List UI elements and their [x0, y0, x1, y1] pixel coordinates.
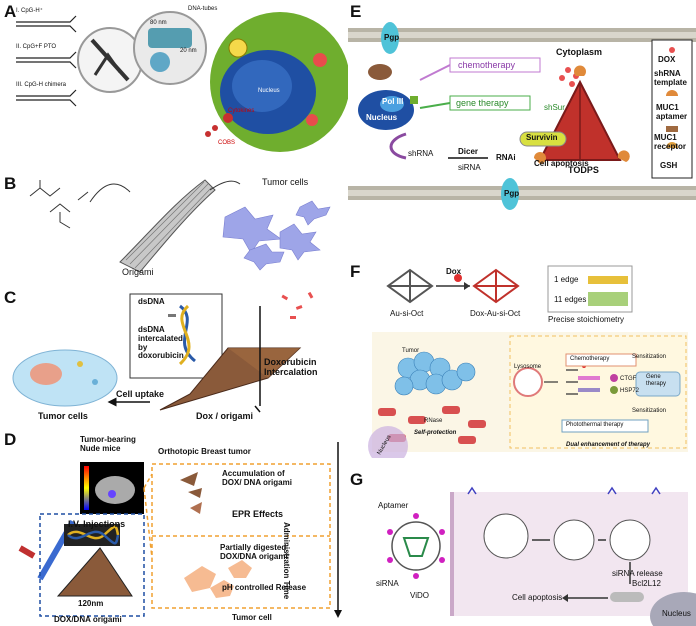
aptamer-label: Aptamer [378, 501, 409, 510]
todps-label: TODPS [568, 165, 599, 175]
tumor-cell-label-d: Tumor cell [232, 613, 272, 622]
au-si-oct-label: Au-si-Oct [390, 309, 424, 318]
panel-e: E Cytoplasm chemotherapy gene therapy Po… [348, 0, 696, 212]
panel-label-d: D [4, 430, 17, 449]
edge1-label: 1 edge [554, 275, 579, 284]
shsur-label: shSur [544, 103, 565, 112]
dox-au-si-oct-label: Dox-Au-si-Oct [470, 309, 521, 318]
apoptosis-label-g: Cell apoptosis [512, 593, 563, 602]
sensitization-label-1: Sensitization [632, 354, 667, 360]
pgp-label-bottom: Pgp [504, 189, 520, 198]
panel-f-illustration [368, 265, 688, 458]
survivin-label: Survivin [526, 133, 558, 142]
tumor-cells-label-c: Tumor cells [38, 411, 88, 421]
bcl-label: Bcl2L12 [632, 579, 661, 588]
sirna-label-g: siRNA [376, 579, 399, 588]
legend-muc1-receptor: MUC1 receptor [654, 133, 687, 151]
accumulation-label: Accumulation of DOX/ DNA origami [222, 469, 292, 487]
gene-therapy-label: gene therapy [456, 98, 509, 108]
origami-label: Origami [122, 267, 154, 277]
dna-tubes-label: DNA-tubes [188, 6, 218, 12]
pgp-label-top: Pgp [384, 33, 400, 42]
legend-gsh: GSH [660, 161, 678, 170]
lysosome-label: Lysosome [514, 364, 542, 370]
nucleus-label-g: Nucleus [662, 609, 691, 618]
mice-label: Tumor-bearing Nude mice [80, 435, 136, 453]
dox-origami-label: Dox / origami [196, 411, 254, 421]
panel-c-illustration [12, 291, 314, 413]
dual-label: Dual enhancement of therapy [566, 442, 651, 448]
ph-label: pH controlled Release [222, 583, 307, 592]
legend-shrna-template: shRNA template [654, 69, 687, 87]
ctgf-label: CTGF [620, 376, 637, 382]
dim-80nm: 80 nm [150, 20, 167, 26]
panel-g-illustration [387, 486, 696, 626]
panel-c: C dsDNA dsDNA intercalated by doxorubici… [0, 286, 348, 426]
vido-label: ViDO [410, 591, 429, 600]
panel-label-e: E [350, 2, 362, 21]
hsp72-label: HSP72 [620, 388, 640, 394]
panel-label-f: F [350, 262, 361, 281]
panel-g: G Aptamer siRNA ViDO siRNA release Bcl2L… [348, 466, 696, 626]
strand-label-1: I. CpG-H⁺ [16, 8, 43, 14]
cell-apoptosis-label-e: Cell apoptosis [534, 159, 589, 168]
panel-a: A I. CpG-H⁺ II. CpG+F PTO III. CpG-H chi… [0, 0, 348, 160]
panel-f: F [348, 258, 696, 458]
sirna-label-e: siRNA [458, 163, 481, 172]
stoichiometry-label: Precise stoichiometry [548, 315, 625, 324]
panel-label-g: G [350, 470, 364, 489]
doxorubicin-intercalation-label: Doxorubicin Intercalation [264, 357, 318, 377]
panel-a-illustration [16, 11, 348, 152]
sensitization-label-2: Sensitization [632, 408, 667, 414]
dox-dna-origami-label: DOX/DNA origami [54, 615, 122, 624]
panel-e-illustration [348, 22, 696, 210]
gene-therapy-label-f: Gene therapy [646, 374, 667, 387]
self-protection-label: Self-protection [414, 430, 457, 436]
cell-tag-label: COBS [218, 140, 236, 146]
cytoplasm-label: Cytoplasm [556, 47, 603, 57]
panel-label-c: C [4, 288, 17, 307]
dsdna-intercalated-label: dsDNA intercalated by doxorubicin [138, 325, 184, 361]
rnase-label: RNase [424, 418, 443, 424]
partially-label: Partially digested DOX/DNA origami [220, 543, 288, 561]
tumor-label-f: Tumor [402, 348, 420, 354]
dicer-label: Dicer [458, 147, 479, 156]
sirna-release-label: siRNA release [612, 569, 663, 578]
legend-muc1-aptamer: MUC1 aptamer [656, 103, 688, 121]
edge11-label: 11 edges [554, 295, 587, 304]
strand-label-2: II. CpG+F PTO [16, 44, 57, 50]
iv-label: I.V. Injections [68, 519, 126, 529]
nucleus-label-e: Nucleus [366, 113, 398, 122]
cytokines-label: Cytokines [228, 108, 255, 114]
rnai-label: RNAi [496, 153, 516, 162]
dox-label-f: Dox [446, 267, 462, 276]
legend-dox: DOX [658, 55, 676, 64]
dim-20nm: 20 nm [180, 48, 197, 54]
chemotherapy-label-f: Chemotherapy [570, 356, 610, 362]
pol-label: Pol III [382, 97, 404, 106]
panel-label-b: B [4, 174, 17, 193]
size-label: 120nm [78, 599, 104, 608]
shrna-label: shRNA [408, 149, 434, 158]
epr-label: EPR Effects [232, 509, 284, 519]
admin-time-label: Administration Time [282, 522, 291, 600]
panel-b-illustration [29, 179, 331, 273]
strand-label-3: III. CpG-H chimera [16, 82, 67, 88]
panel-label-a: A [4, 2, 17, 21]
orthotopic-label: Orthotopic Breast tumor [158, 447, 251, 456]
panel-b: B Origami Tumor cells [0, 172, 348, 284]
panel-d: D Tumor-bearing Nude mice Ort [0, 428, 348, 626]
chemotherapy-label-e: chemotherapy [458, 60, 516, 70]
tumor-cells-label-b: Tumor cells [262, 177, 309, 187]
nucleus-label-a: Nucleus [258, 88, 280, 94]
photothermal-label: Photothermal therapy [566, 422, 624, 428]
panel-d-illustration [18, 442, 342, 618]
dsdna-label: dsDNA [138, 297, 165, 306]
cell-uptake-label: Cell uptake [116, 389, 165, 399]
